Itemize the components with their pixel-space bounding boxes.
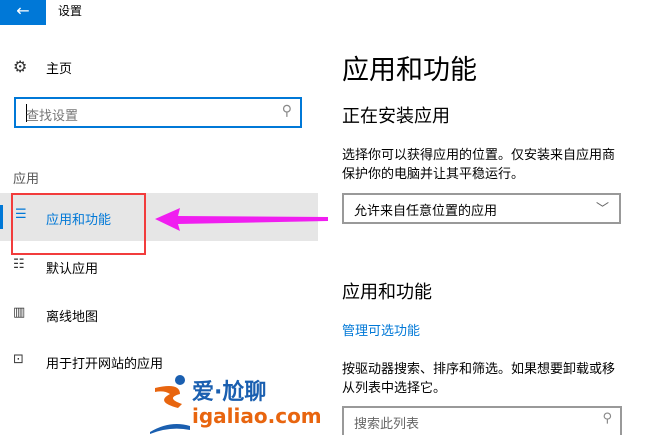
install-source-dropdown[interactable]: 允许来自任意位置的应用 ﹀ — [342, 193, 621, 224]
manage-optional-features-link[interactable]: 管理可选功能 — [342, 324, 421, 339]
sidebar-home[interactable]: 主页 — [46, 62, 73, 77]
chevron-down-icon: ﹀ — [595, 202, 609, 217]
sidebar-item-label: 应用和功能 — [46, 213, 112, 228]
map-icon: ▥ — [13, 305, 26, 320]
search-icon[interactable]: ⚲ — [281, 103, 292, 119]
annotation-arrow — [155, 208, 328, 231]
default-apps-icon: ☷ — [13, 257, 25, 272]
apps-desc-2: 从列表中选择它。 — [342, 381, 447, 396]
sidebar-item-offline-maps[interactable]: 离线地图 — [46, 310, 99, 325]
arrow-left-icon: ← — [16, 1, 30, 20]
sidebar-item-default-apps[interactable]: 默认应用 — [46, 262, 99, 277]
app-list-search-input[interactable]: 搜索此列表 ⚲ — [342, 406, 622, 435]
watermark-text-1: 爱·尬聊 — [192, 380, 267, 405]
window-title: 设置 — [58, 4, 83, 18]
gear-icon: ⚙ — [13, 57, 28, 76]
search-placeholder: 查找设置 — [26, 109, 79, 124]
installing-desc-1: 选择你可以获得应用的位置。仅安装来自应用商 — [342, 148, 616, 163]
watermark-text-2: igaliao.com — [192, 404, 322, 428]
back-button[interactable]: ← — [0, 0, 46, 25]
annotation-box — [11, 193, 146, 255]
open-web-icon: ⊡ — [13, 352, 24, 367]
search-placeholder: 搜索此列表 — [354, 417, 420, 432]
apps-desc-1: 按驱动器搜索、排序和筛选。如果想要卸载或移 — [342, 362, 616, 377]
list-icon: ☰ — [15, 207, 27, 222]
search-icon[interactable]: ⚲ — [602, 411, 612, 426]
installing-heading: 正在安装应用 — [342, 106, 450, 127]
dropdown-value: 允许来自任意位置的应用 — [354, 204, 498, 219]
selected-indicator — [0, 205, 3, 229]
installing-desc-2: 保护你的电脑并让其平稳运行。 — [342, 167, 525, 182]
sidebar-item-web-apps[interactable]: 用于打开网站的应用 — [46, 357, 164, 372]
watermark-logo: 爱·尬聊 igaliao.com — [150, 374, 322, 434]
page-title: 应用和功能 — [342, 55, 477, 86]
settings-search-input[interactable]: 查找设置 ⚲ — [14, 97, 302, 128]
section-label: 应用 — [13, 172, 40, 187]
apps-heading: 应用和功能 — [342, 282, 432, 303]
watermark-figure-icon — [150, 375, 190, 434]
